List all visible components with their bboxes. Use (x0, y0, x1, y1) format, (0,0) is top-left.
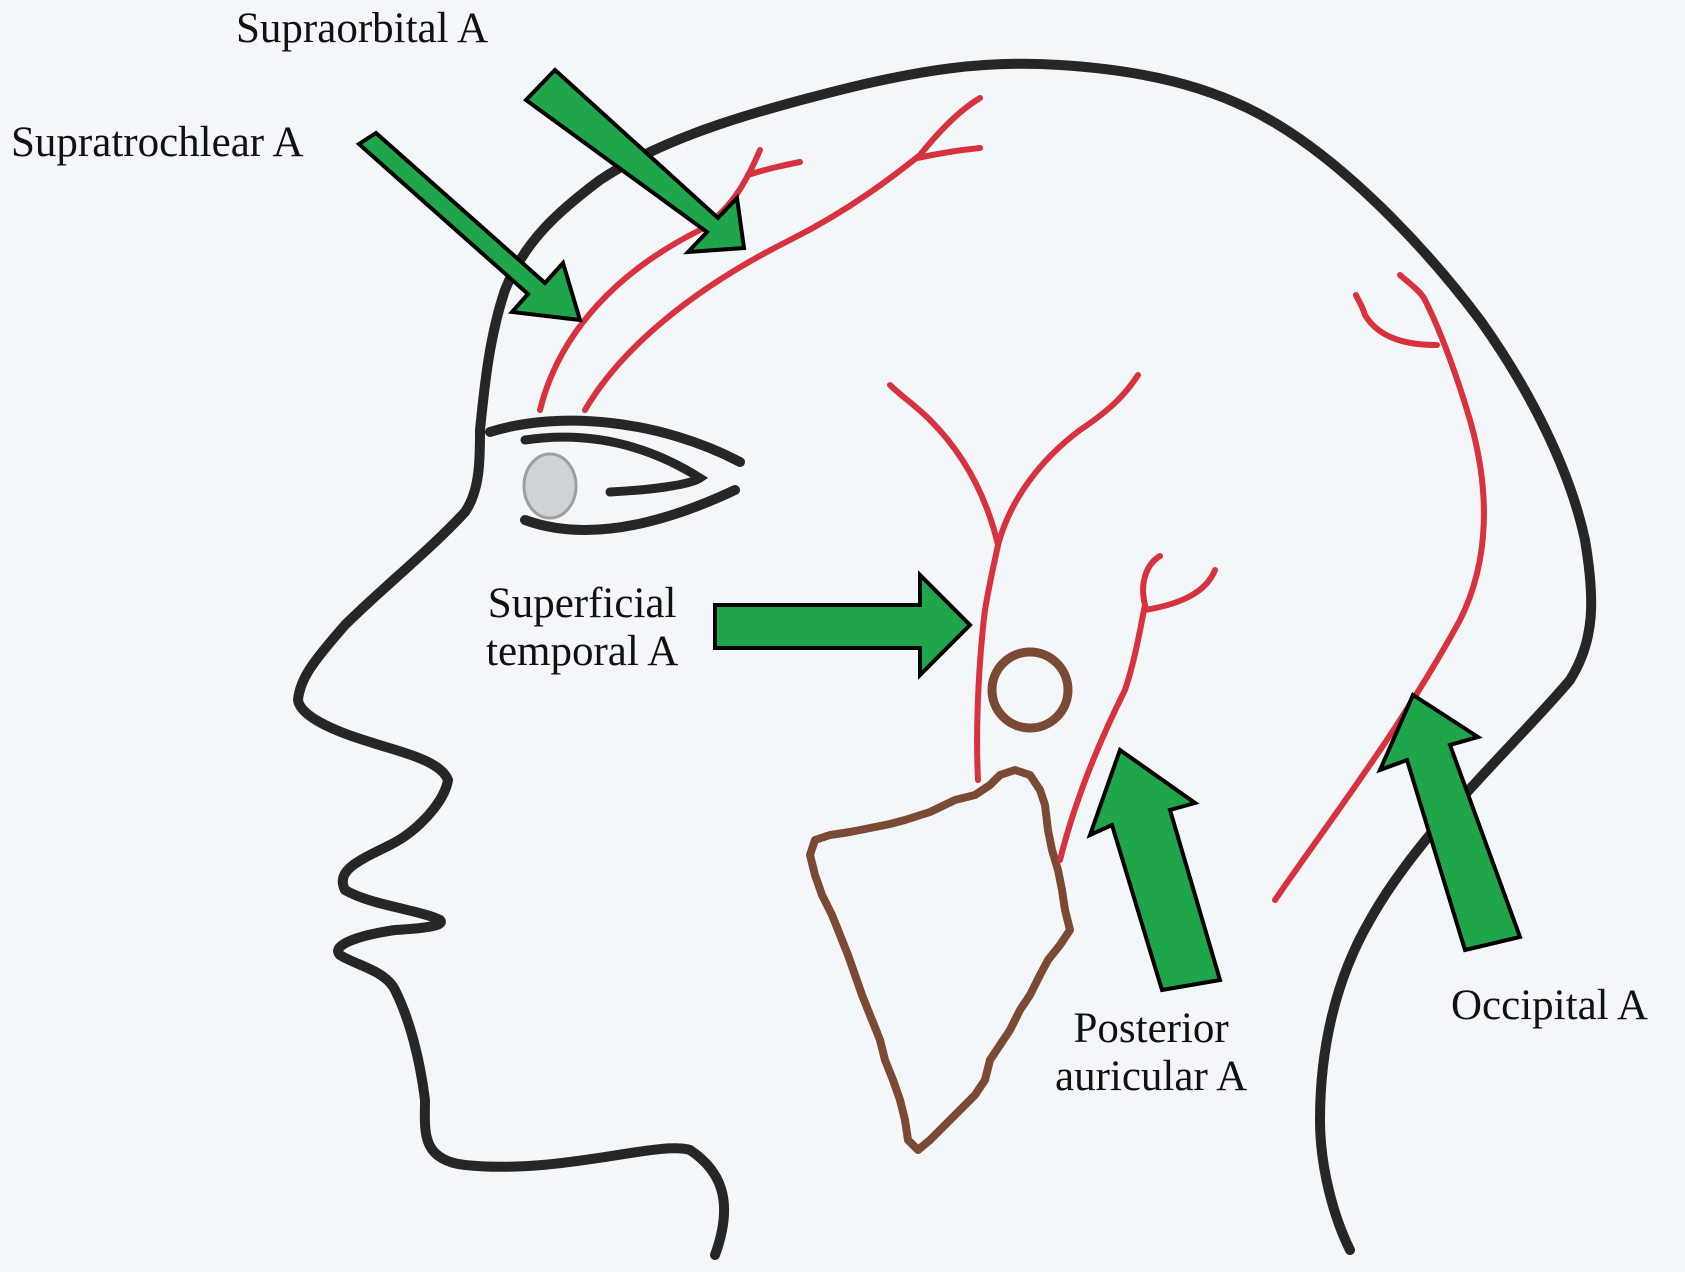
posterior-auricular-arrow (1090, 750, 1220, 990)
posterior-auricular-branch-left (1143, 556, 1160, 605)
ear-tragus (992, 652, 1068, 728)
superficial-temporal-label: Superficial temporal A (486, 580, 678, 676)
ear-auricle (810, 770, 1070, 1150)
supratrochlear-label: Supratrochlear A (11, 119, 304, 167)
superficial-temporal-arrow (715, 575, 970, 675)
posterior-auricular-label-line-2: auricular A (1055, 1053, 1247, 1101)
superficial-temporal-parietal-branch (998, 375, 1138, 545)
supratrochlear-label-text: Supratrochlear A (11, 119, 304, 167)
supraorbital-label-text: Supraorbital A (236, 5, 488, 53)
superficial-temporal-artery (977, 545, 998, 780)
supraorbital-artery (585, 98, 980, 410)
posterior-auricular-branch-right (1145, 570, 1215, 610)
superficial-temporal-label-line-1: Superficial (486, 580, 678, 628)
supraorbital-arrow (526, 70, 744, 252)
posterior-auricular-label-line-1: Posterior (1055, 1005, 1247, 1053)
superficial-temporal-frontal-branch (890, 385, 998, 545)
superficial-temporal-label-line-2: temporal A (486, 628, 678, 676)
occipital-arrow (1380, 695, 1520, 950)
occipital-label: Occipital A (1451, 982, 1648, 1030)
occipital-label-text: Occipital A (1451, 982, 1648, 1030)
supraorbital-label: Supraorbital A (236, 5, 488, 53)
posterior-auricular-label: Posterior auricular A (1055, 1005, 1247, 1101)
eye-pupil (524, 454, 576, 518)
